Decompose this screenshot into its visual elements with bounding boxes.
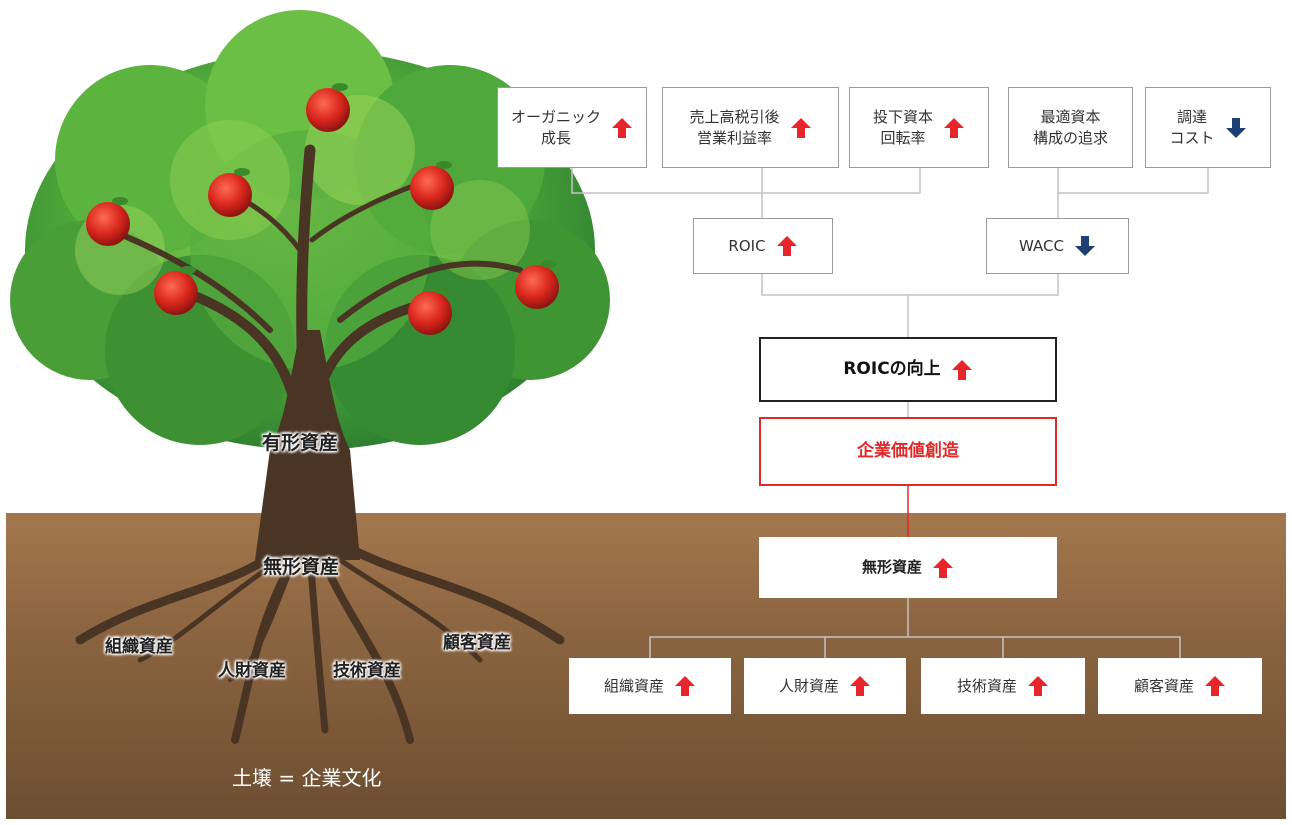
box-line: 成長 bbox=[540, 128, 571, 147]
roic-improvement-box: ROICの向上 bbox=[759, 337, 1057, 402]
box-line: 営業利益率 bbox=[696, 128, 772, 147]
box-line: 売上高税引後 bbox=[689, 108, 780, 127]
up-arrow-icon bbox=[612, 117, 632, 138]
tree-trunk bbox=[255, 330, 360, 560]
asset-label: 組織資産 bbox=[603, 676, 664, 695]
up-arrow-icon bbox=[1028, 676, 1048, 696]
roic-label: ROIC bbox=[728, 236, 766, 255]
intangible-assets-label: 無形資産 bbox=[263, 556, 340, 578]
up-arrow-icon bbox=[1205, 676, 1225, 696]
connector-lines bbox=[571, 168, 1209, 658]
root-label-technology: 技術資産 bbox=[333, 661, 401, 681]
value-creation-box: 企業価値創造 bbox=[759, 417, 1057, 486]
box-line: 投下資本 bbox=[872, 108, 933, 127]
intangible-assets-box-label: 無形資産 bbox=[861, 558, 922, 577]
apples bbox=[86, 83, 559, 335]
up-arrow-icon bbox=[776, 236, 797, 256]
root-label-organization: 組織資産 bbox=[105, 637, 173, 657]
box-line: オーガニック bbox=[510, 108, 601, 127]
tangible-assets-label: 有形資産 bbox=[262, 432, 339, 454]
root-label-human: 人財資産 bbox=[218, 661, 286, 681]
soil-label: 土壌 = 企業文化 bbox=[232, 766, 382, 790]
down-arrow-icon bbox=[1074, 236, 1095, 256]
asset-label: 顧客資産 bbox=[1133, 676, 1194, 695]
up-arrow-icon bbox=[944, 117, 964, 138]
intangible-assets-box: 無形資産 bbox=[759, 537, 1057, 598]
organic-growth-box: オーガニック成長 bbox=[497, 87, 647, 168]
box-line: 回転率 bbox=[880, 128, 926, 147]
box-line: 最適資本 bbox=[1040, 108, 1101, 127]
roic-box: ROIC bbox=[693, 218, 833, 274]
funding-cost-box: 調達コスト bbox=[1145, 87, 1271, 168]
up-arrow-icon bbox=[790, 117, 811, 138]
optimal-capital-box: 最適資本構成の追求 bbox=[1008, 87, 1133, 168]
up-arrow-icon bbox=[933, 557, 953, 578]
root-label-customer: 顧客資産 bbox=[443, 633, 511, 653]
up-arrow-icon bbox=[675, 676, 695, 696]
roic-improvement-label: ROICの向上 bbox=[843, 359, 941, 380]
wacc-box: WACC bbox=[986, 218, 1129, 274]
asset-label: 人財資産 bbox=[778, 676, 839, 695]
technology-assets-box: 技術資産 bbox=[921, 658, 1085, 714]
customer-assets-box: 顧客資産 bbox=[1098, 658, 1262, 714]
capital-turnover-box: 投下資本回転率 bbox=[849, 87, 989, 168]
box-line: コスト bbox=[1169, 128, 1215, 147]
value-creation-label: 企業価値創造 bbox=[857, 441, 959, 462]
asset-label: 技術資産 bbox=[956, 676, 1017, 695]
nopat-margin-box: 売上高税引後営業利益率 bbox=[662, 87, 839, 168]
box-line: 調達 bbox=[1176, 108, 1207, 127]
human-assets-box: 人財資産 bbox=[744, 658, 906, 714]
tree-roots bbox=[75, 535, 565, 744]
up-arrow-icon bbox=[951, 359, 972, 380]
organization-assets-box: 組織資産 bbox=[569, 658, 731, 714]
down-arrow-icon bbox=[1225, 117, 1246, 138]
up-arrow-icon bbox=[850, 676, 870, 696]
box-line: 構成の追求 bbox=[1032, 128, 1108, 147]
wacc-label: WACC bbox=[1019, 236, 1064, 255]
